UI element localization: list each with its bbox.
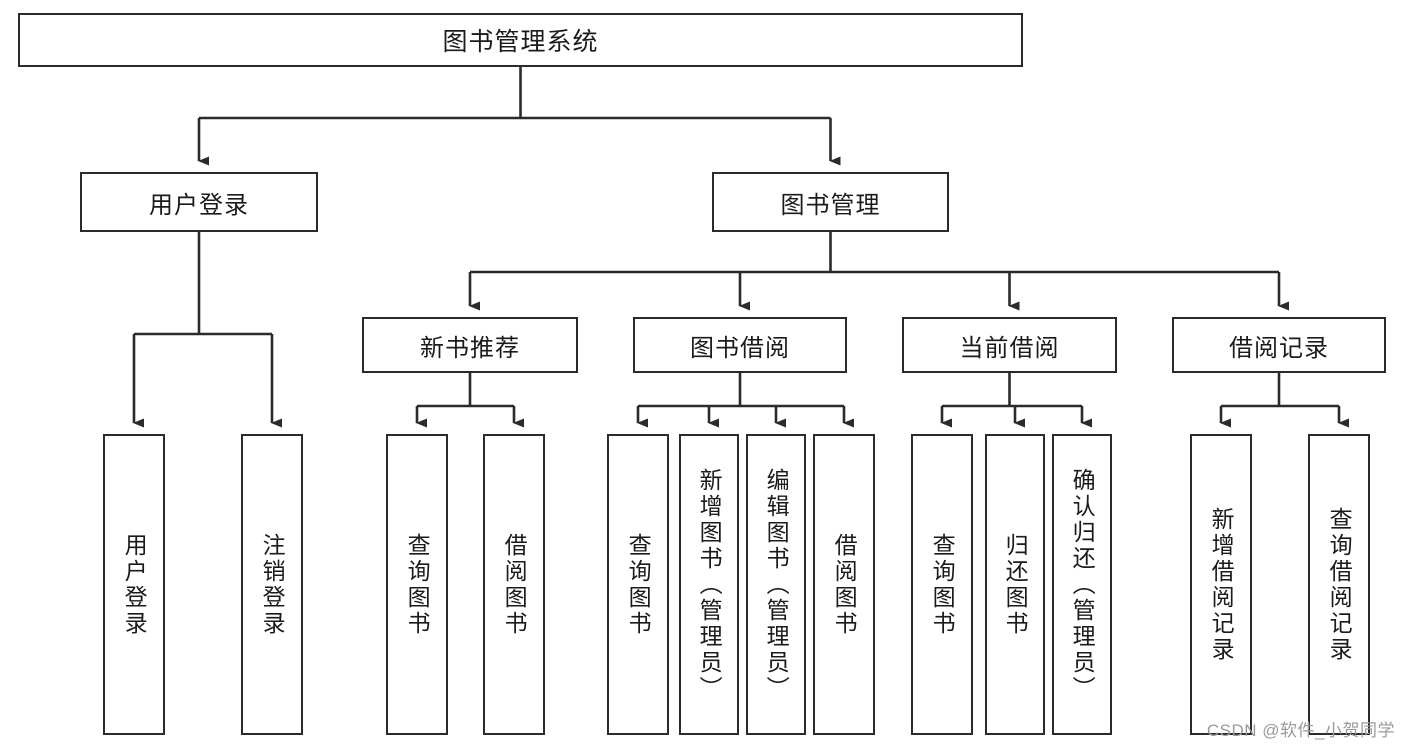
leaf-box-8[interactable]: 查询图书 <box>911 434 973 735</box>
box-label: 借阅图书 <box>501 532 528 637</box>
box-label: 图书管理系统 <box>442 28 599 56</box>
level3-box-0[interactable]: 新书推荐 <box>362 317 578 373</box>
leaf-box-10[interactable]: 确认归还（管理员） <box>1052 434 1112 735</box>
box-label: 图书借阅 <box>690 334 790 362</box>
leaf-box-7[interactable]: 借阅图书 <box>813 434 875 735</box>
box-label: 借阅记录 <box>1229 334 1329 362</box>
box-label: 当前借阅 <box>959 334 1060 362</box>
box-label: 查询借阅记录 <box>1326 506 1353 663</box>
box-label: 新增图书（管理员） <box>696 467 723 702</box>
box-label: 查询图书 <box>929 532 956 637</box>
leaf-box-2[interactable]: 查询图书 <box>386 434 448 735</box>
root-box-0[interactable]: 图书管理系统 <box>18 13 1023 67</box>
level3-box-1[interactable]: 图书借阅 <box>633 317 847 373</box>
level3-box-3[interactable]: 借阅记录 <box>1172 317 1386 373</box>
leaf-box-12[interactable]: 查询借阅记录 <box>1308 434 1370 735</box>
leaf-box-3[interactable]: 借阅图书 <box>483 434 545 735</box>
box-label: 查询图书 <box>625 532 652 637</box>
leaf-box-6[interactable]: 编辑图书（管理员） <box>746 434 806 735</box>
box-label: 用户登录 <box>149 191 249 219</box>
box-label: 图书管理 <box>780 191 881 219</box>
box-label: 编辑图书（管理员） <box>763 467 790 702</box>
leaf-box-0[interactable]: 用户登录 <box>103 434 165 735</box>
box-label: 借阅图书 <box>831 532 858 637</box>
box-label: 用户登录 <box>121 532 148 637</box>
box-label: 注销登录 <box>259 532 286 637</box>
leaf-box-9[interactable]: 归还图书 <box>985 434 1045 735</box>
level3-box-2[interactable]: 当前借阅 <box>902 317 1117 373</box>
leaf-box-4[interactable]: 查询图书 <box>607 434 669 735</box>
level2-box-0[interactable]: 用户登录 <box>80 172 318 232</box>
box-label: 查询图书 <box>404 532 431 637</box>
box-label: 新书推荐 <box>420 334 520 362</box>
leaf-box-5[interactable]: 新增图书（管理员） <box>679 434 739 735</box>
level2-box-1[interactable]: 图书管理 <box>712 172 949 232</box>
box-label: 确认归还（管理员） <box>1069 467 1096 702</box>
leaf-box-11[interactable]: 新增借阅记录 <box>1190 434 1252 735</box>
leaf-box-1[interactable]: 注销登录 <box>241 434 303 735</box>
box-label: 归还图书 <box>1002 532 1029 637</box>
box-label: 新增借阅记录 <box>1208 506 1235 663</box>
